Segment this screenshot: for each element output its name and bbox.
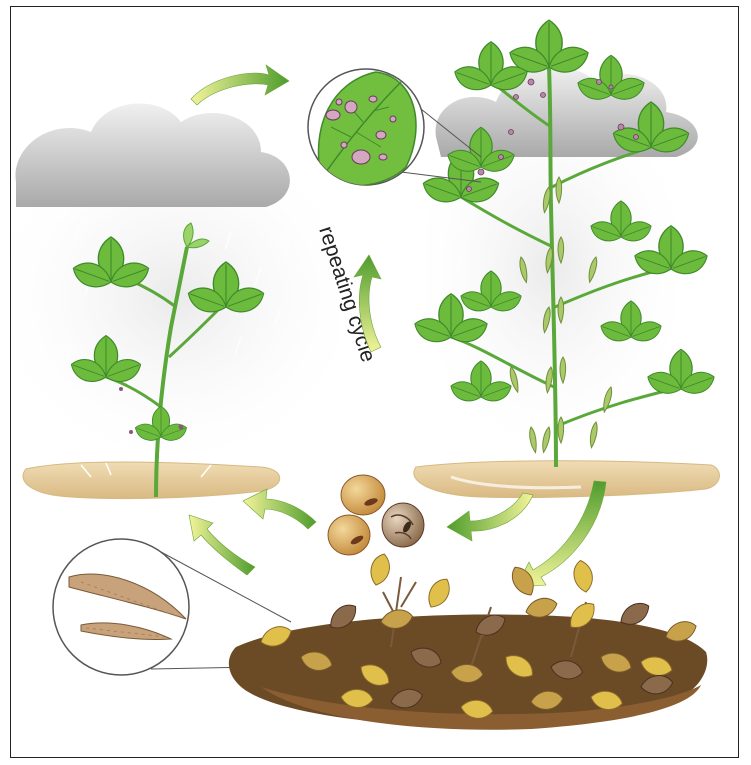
soybean-seed-icon <box>328 475 424 555</box>
crop-residue-icon <box>229 552 707 730</box>
cycle-arrow-icon-residue-to-seedling <box>189 515 255 575</box>
cycle-arrow-icon-top <box>191 65 289 105</box>
disease-cycle-diagram: repeating cycle <box>10 6 739 758</box>
diagram-canvas: repeating cycle <box>11 7 739 758</box>
left-cloud-icon <box>11 104 341 477</box>
right-soil-patch <box>414 461 720 498</box>
cycle-arrow-icon-seed-to-seedling <box>243 489 316 529</box>
cycle-arrow-icon-to-seed <box>447 493 533 541</box>
left-soil-patch <box>23 462 280 499</box>
